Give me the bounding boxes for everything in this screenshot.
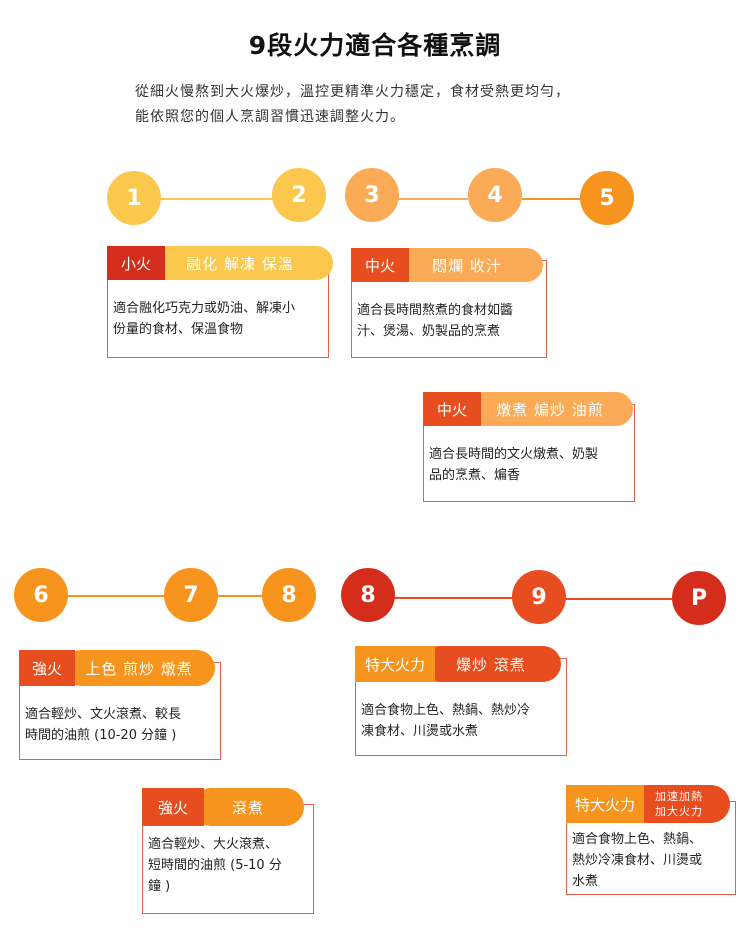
card-tag: 中火: [423, 392, 481, 426]
desc-line: 鐘 ): [148, 879, 171, 894]
card-pill: 悶爛 收汁: [391, 248, 543, 282]
desc-line: 適合食物上色、熱鍋、熱炒冷: [361, 703, 531, 718]
page-title: 9段火力適合各種烹調: [248, 31, 502, 60]
card-description: 適合長時間的文火燉煮、奶製 品的烹煮、煸香: [429, 444, 629, 486]
card-description: 適合食物上色、熱鍋、熱炒冷 凍食材、川燙或水煮: [361, 700, 561, 742]
card-pill: 融化 解凍 保溫: [147, 246, 333, 280]
desc-line: 汁、煲湯、奶製品的烹煮: [357, 324, 501, 339]
card-tag: 特大火力: [566, 785, 644, 823]
card-pill: 爆炒 滾煮: [421, 646, 561, 682]
connector-line: [522, 198, 580, 200]
level-circle-1: 1: [107, 171, 161, 225]
card-description: 適合輕炒、大火滾煮、 短時間的油煎 (5-10 分 鐘 ): [148, 834, 312, 897]
connector-line: [160, 198, 275, 200]
level-circle-3: 3: [345, 168, 399, 222]
desc-line: 適合食物上色、熱鍋、: [572, 832, 703, 847]
connector-line: [398, 198, 468, 200]
card-description: 適合長時間熬煮的食材如醬 汁、煲湯、奶製品的烹煮: [357, 300, 543, 342]
level-circle-6: 6: [14, 568, 68, 622]
level-circle-8: 8: [262, 568, 316, 622]
desc-line: 品的烹煮、煸香: [429, 468, 521, 483]
level-circle-2: 2: [272, 168, 326, 222]
connector-line: [218, 595, 264, 597]
card-pill: 加速加熱 加大火力: [628, 785, 730, 823]
level-circle-5: 5: [580, 171, 634, 225]
connector-line: [566, 598, 672, 600]
desc-line: 份量的食材、保溫食物: [113, 322, 244, 337]
card-tag: 特大火力: [355, 646, 435, 682]
pill-line: 加大火力: [655, 805, 703, 818]
card-pill: 燉煮 煸炒 油煎: [467, 392, 633, 426]
desc-line: 短時間的油煎 (5-10 分: [148, 858, 282, 873]
card-pill: 上色 煎炒 燉煮: [63, 650, 215, 686]
desc-line: 適合輕炒、文火滾煮、較長: [25, 707, 182, 722]
card-tag: 強火: [19, 650, 75, 686]
card-tag: 強火: [142, 788, 204, 826]
connector-line: [66, 595, 166, 597]
desc-line: 凍食材、川燙或水煮: [361, 724, 479, 739]
level-circle-7: 7: [164, 568, 218, 622]
desc-line: 熱炒冷凍食材、川燙或: [572, 853, 703, 868]
subtitle-line-1: 從細火慢熬到大火爆炒，溫控更精準火力穩定，食材受熱更均勻，: [135, 84, 570, 100]
page-subtitle: 從細火慢熬到大火爆炒，溫控更精準火力穩定，食材受熱更均勻， 能依照您的個人烹調習…: [135, 80, 655, 130]
desc-line: 適合長時間熬煮的食材如醬: [357, 303, 514, 318]
desc-line: 時間的油煎 (10-20 分鐘 ): [25, 728, 177, 743]
card-tag: 中火: [351, 248, 409, 282]
card-tag: 小火: [107, 246, 165, 280]
card-description: 適合融化巧克力或奶油、解凍小 份量的食材、保溫食物: [113, 298, 325, 340]
card-description: 適合輕炒、文火滾煮、較長 時間的油煎 (10-20 分鐘 ): [25, 704, 215, 746]
card-description: 適合食物上色、熱鍋、 熱炒冷凍食材、川燙或 水煮: [572, 829, 734, 892]
level-circle-4: 4: [468, 168, 522, 222]
desc-line: 水煮: [572, 874, 599, 889]
desc-line: 適合長時間的文火燉煮、奶製: [429, 447, 599, 462]
connector-line: [394, 597, 514, 599]
subtitle-line-2: 能依照您的個人烹調習慣迅速調整火力。: [135, 109, 405, 125]
card-pill: 滾煮: [192, 788, 304, 826]
level-circle-p: P: [672, 571, 726, 625]
desc-line: 適合融化巧克力或奶油、解凍小: [113, 301, 296, 316]
pill-line: 加速加熱: [655, 790, 703, 803]
desc-line: 適合輕炒、大火滾煮、: [148, 837, 279, 852]
level-circle-9: 9: [512, 570, 566, 624]
level-circle-8-high: 8: [341, 568, 395, 622]
